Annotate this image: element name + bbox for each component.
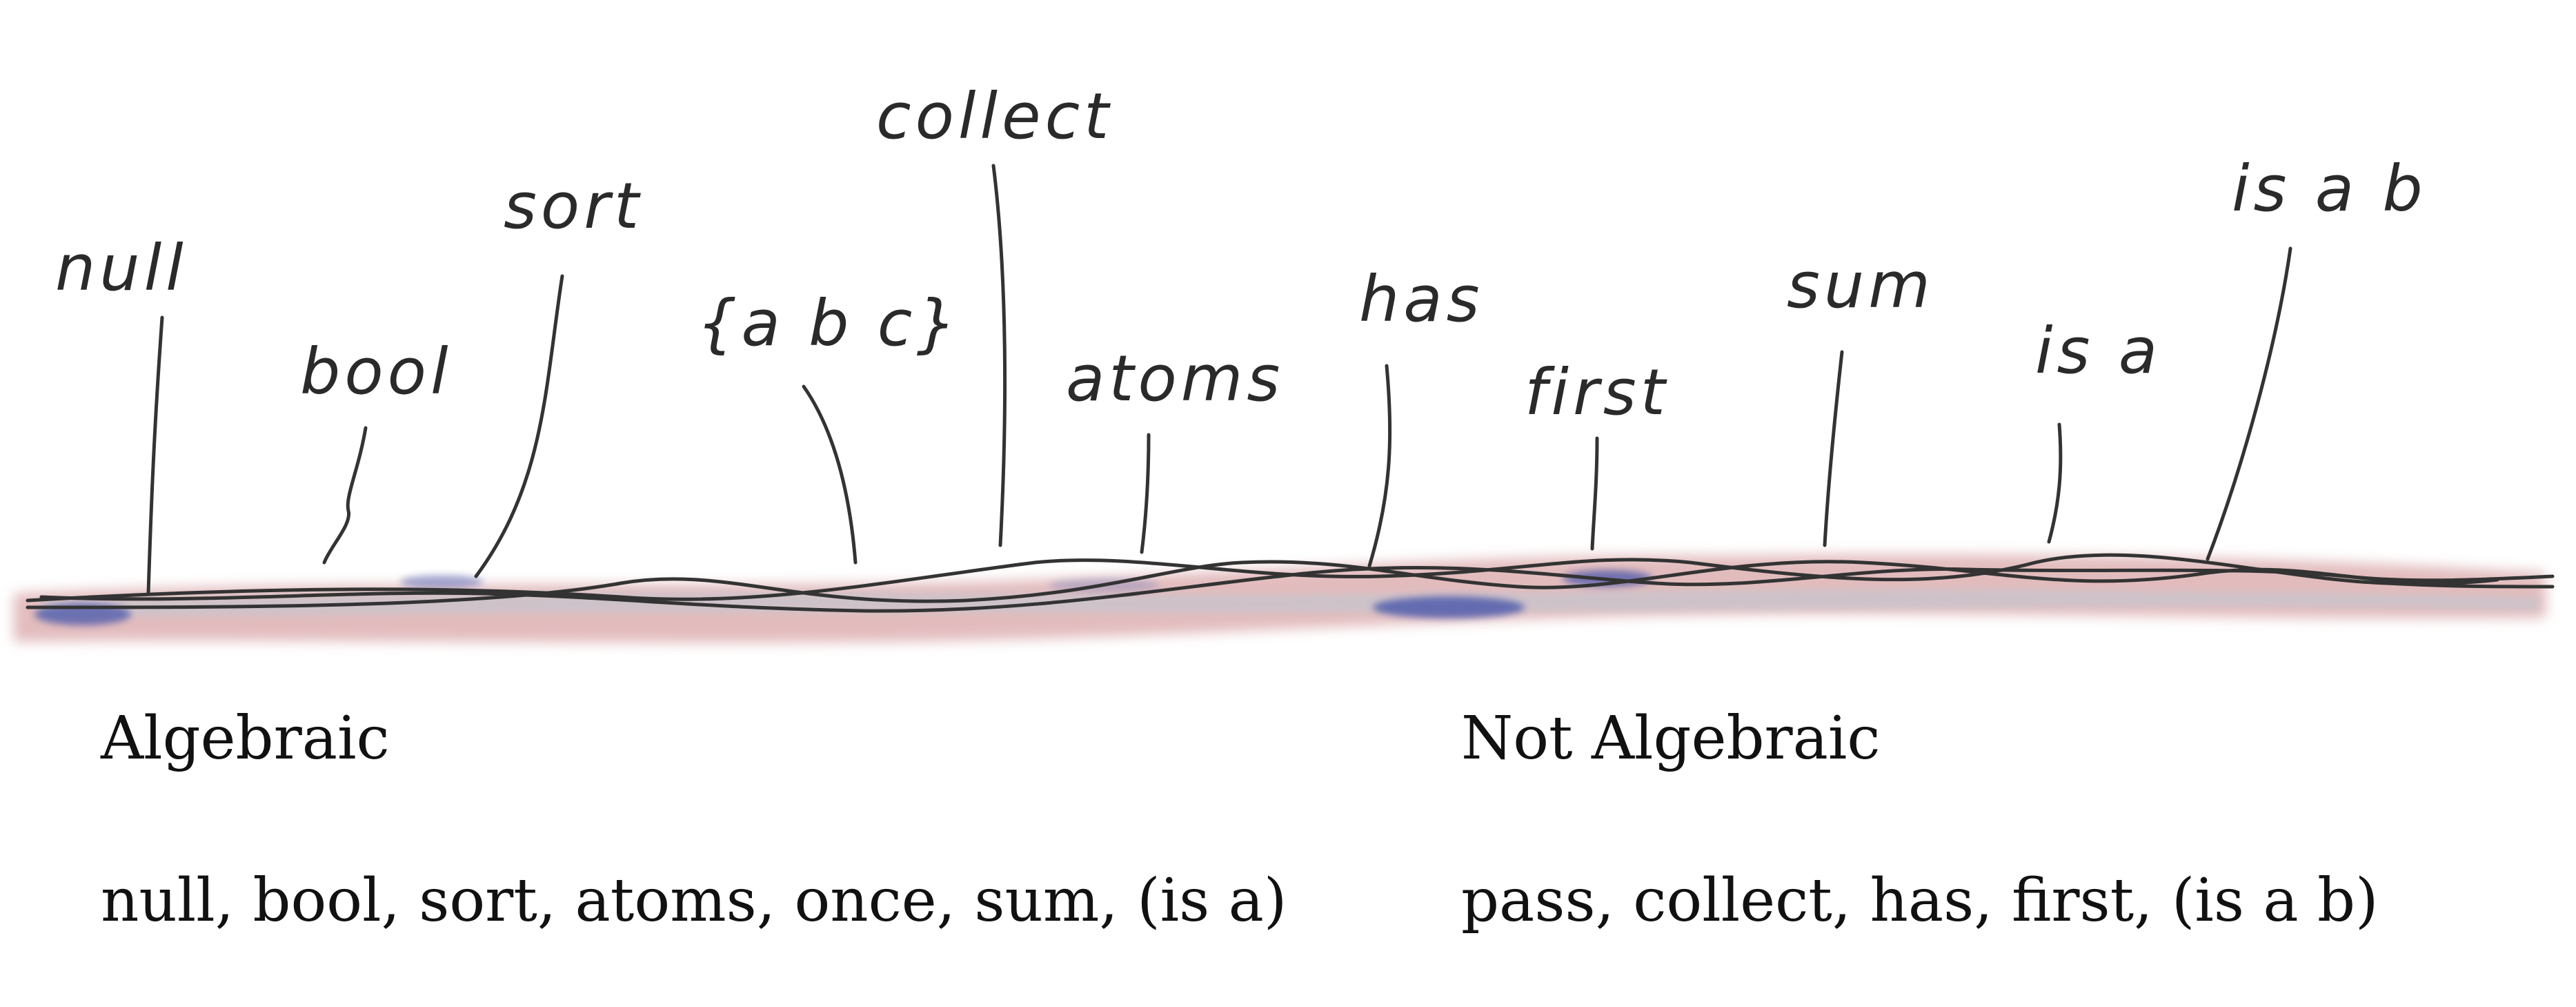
label-sort: sort: [504, 169, 643, 243]
watercolor-wash: [14, 554, 2546, 643]
leader-is-a-b: [2206, 246, 2292, 561]
leader-bool: [322, 426, 368, 565]
leader-first: [1590, 436, 1599, 551]
leader-null: [146, 315, 164, 596]
label-atoms: atoms: [1066, 342, 1284, 415]
wash-blue-spot-2: [400, 575, 483, 589]
label-sum: sum: [1787, 248, 1934, 322]
leader-is-a: [2047, 422, 2063, 544]
label-bool: bool: [300, 335, 453, 409]
leader-atoms: [1140, 433, 1151, 554]
leader-has: [1367, 364, 1392, 568]
not-algebraic-list: pass, collect, has, first, (is a b): [1461, 866, 2379, 935]
leader-lines: [146, 164, 2292, 596]
algebraic-heading: Algebraic: [101, 704, 390, 773]
label-is-a-b: is a b: [2232, 152, 2427, 226]
hand-labels: null bool sort {a b c} collect atoms has…: [55, 79, 2427, 429]
strand-3: [39, 565, 2555, 613]
strand-2: [26, 560, 2499, 609]
label-set-abc: {a b c}: [697, 286, 961, 360]
leader-sort: [474, 274, 564, 578]
label-collect: collect: [876, 79, 1113, 153]
strand-1: [26, 553, 2555, 603]
wash-blue-spot-3: [1373, 596, 1525, 618]
algebraic-list: null, bool, sort, atoms, once, sum, (is …: [101, 866, 1287, 935]
label-has: has: [1359, 262, 1484, 336]
leader-set-abc: [802, 384, 858, 565]
leader-collect: [991, 164, 1007, 547]
label-null: null: [55, 231, 188, 305]
braid-strands: [26, 553, 2555, 613]
not-algebraic-heading: Not Algebraic: [1461, 704, 1881, 773]
leader-sum: [1823, 350, 1844, 547]
wash-grey-band: [41, 589, 2539, 618]
label-is-a: is a: [2035, 314, 2161, 388]
label-first: first: [1525, 355, 1670, 429]
